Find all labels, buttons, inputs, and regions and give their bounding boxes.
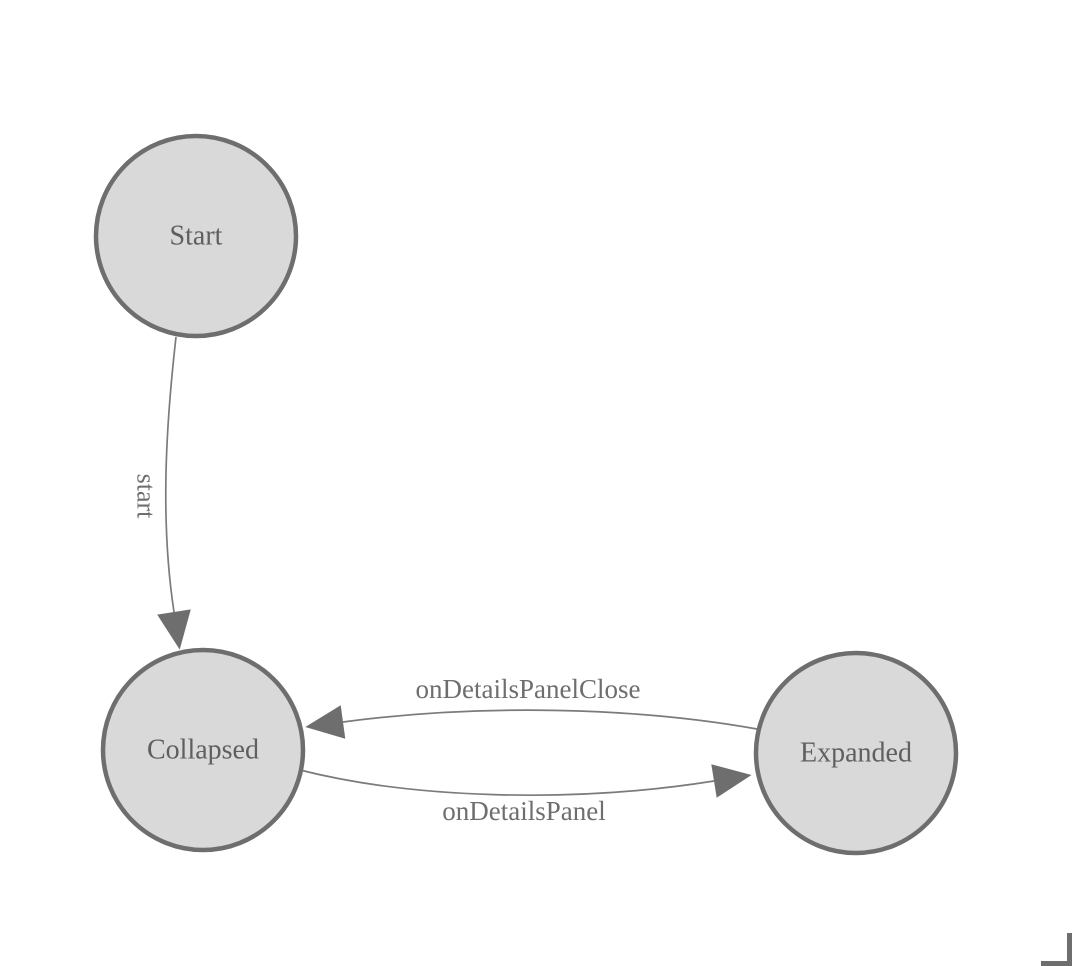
edge-label-ondetailspanelclose: onDetailsPanelClose	[416, 674, 641, 704]
edge-collapsed-to-expanded[interactable]: onDetailsPanel	[299, 764, 752, 826]
edge-label-ondetailspanel: onDetailsPanel	[442, 796, 605, 826]
state-node-collapsed-label: Collapsed	[147, 735, 259, 766]
state-node-start-label: Start	[170, 221, 223, 252]
canvas-resize-corner	[1041, 933, 1072, 966]
arrowhead-left-icon	[305, 705, 346, 739]
state-node-collapsed[interactable]: Collapsed	[100, 647, 306, 853]
edge-label-start: start	[132, 474, 161, 520]
arrowhead-down-icon	[157, 609, 191, 650]
state-node-start[interactable]: Start	[93, 133, 299, 339]
corner-mark-horizontal-bar	[1041, 961, 1072, 966]
state-node-expanded-label: Expanded	[800, 738, 912, 769]
state-node-collapsed-circle[interactable]	[100, 647, 306, 853]
edge-collapsed-to-expanded-path[interactable]	[299, 769, 715, 796]
edge-expanded-to-collapsed-path[interactable]	[342, 709, 758, 730]
edge-start-to-collapsed[interactable]: start	[132, 336, 191, 650]
state-node-start-circle[interactable]	[93, 133, 299, 339]
state-node-expanded[interactable]: Expanded	[753, 650, 959, 856]
corner-mark-vertical-bar	[1067, 933, 1072, 966]
state-node-expanded-circle[interactable]	[753, 650, 959, 856]
edge-expanded-to-collapsed[interactable]: onDetailsPanelClose	[305, 674, 758, 739]
arrowhead-right-icon	[711, 764, 752, 798]
edge-start-to-collapsed-path[interactable]	[164, 336, 177, 613]
